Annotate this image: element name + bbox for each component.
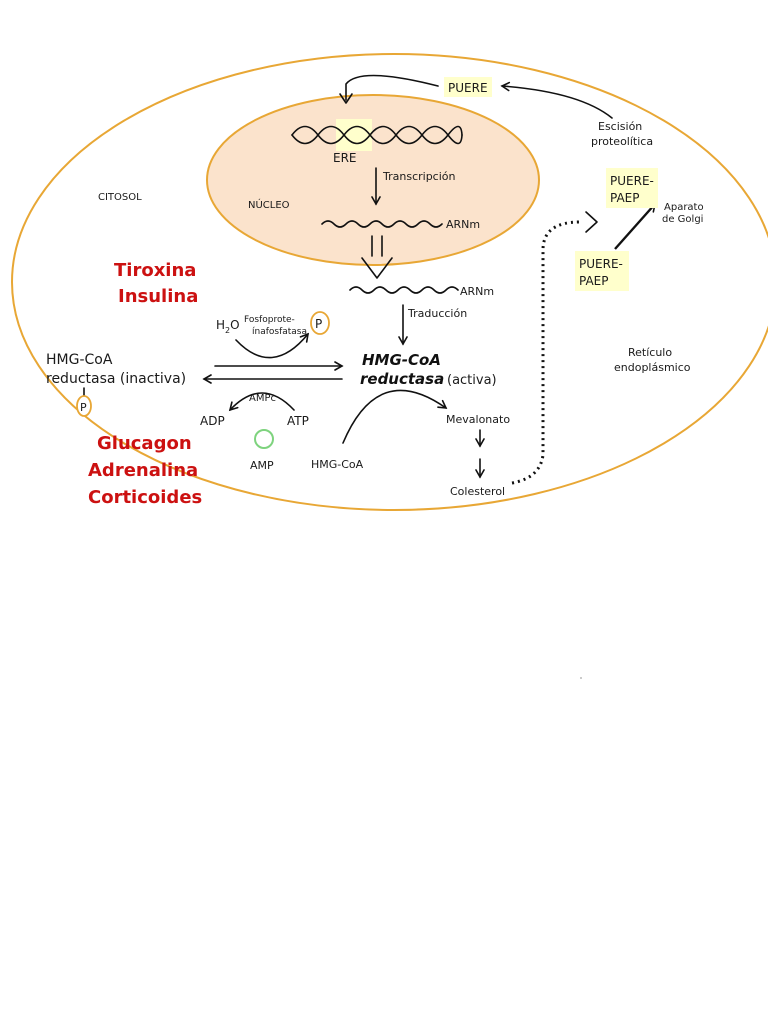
reticulo-line1: Retículo [628, 346, 672, 359]
kinase-curve-arrow [228, 392, 295, 412]
h2o-label: H2O [216, 318, 240, 335]
transport-arrowhead [585, 211, 598, 233]
hormone-adrenalina: Adrenalina [88, 460, 198, 481]
escision-arrow [500, 81, 613, 119]
fosfoproteina-label-1: Fosfoprote- [244, 315, 295, 325]
phosphatase-curve-arrow [235, 332, 310, 359]
phosphate-left-icon [76, 395, 92, 417]
puere-to-nucleus-arrowhead [339, 93, 353, 104]
mrna-cytosol-wave [349, 286, 459, 294]
transcripcion-label: Transcripción [382, 170, 456, 183]
cell-membrane [11, 53, 768, 511]
er-to-golgi-arrow [614, 202, 657, 250]
puere-paep-er-box [575, 251, 629, 291]
ere-highlight [336, 119, 372, 151]
puere-top-label: PUERE [448, 81, 488, 95]
puere-paep-golgi-line1: PUERE- [610, 174, 654, 188]
ere-label: ERE [333, 151, 357, 165]
nucleo-label: NÚCLEO [248, 198, 290, 211]
puere-top-box [444, 77, 492, 97]
colesterol-label: Colesterol [450, 485, 505, 498]
dna-helix-icon [291, 119, 463, 151]
hmg-active-line2: reductasa [360, 370, 444, 388]
hmg-active-line1: HMG-CoA [362, 351, 441, 369]
traduccion-label: Traducción [407, 307, 467, 320]
ampc-label: AMPc [249, 393, 276, 404]
hormone-glucagon: Glucagon [97, 433, 192, 454]
hormone-corticoides: Corticoides [88, 487, 202, 508]
hmg-coa-substrate-label: HMG-CoA [311, 458, 364, 471]
arnm-cytosol-label: ARNm [460, 285, 494, 298]
amp-label: AMP [250, 459, 274, 472]
fosfoproteina-label-2: ínafosfatasa [252, 327, 307, 337]
puere-paep-golgi-line2: PAEP [610, 191, 640, 205]
transport-dotted-path [511, 220, 581, 485]
stray-dot [580, 677, 582, 679]
phosphate-right-icon [310, 311, 330, 335]
escision-line1: Escisión [598, 120, 642, 133]
golgi-line2: de Golgi [662, 214, 703, 225]
citosol-label: CITOSOL [98, 192, 142, 203]
puere-to-nucleus-arrow [345, 74, 439, 101]
phosphate-right-label: P [315, 317, 322, 331]
hmg-inactive-line1: HMG-CoA [46, 352, 113, 368]
mevalonato-label: Mevalonato [446, 413, 510, 426]
puere-paep-er-line1: PUERE- [579, 257, 623, 271]
puere-paep-golgi-box [606, 168, 658, 208]
adp-label: ADP [200, 414, 225, 428]
hmg-inactive-line2: reductasa (inactiva) [46, 371, 186, 387]
hormone-insulina: Insulina [118, 286, 198, 307]
export-arrowhead [361, 257, 393, 279]
activa-label: (activa) [447, 373, 497, 388]
escision-line2: proteolítica [591, 135, 653, 148]
phosphate-left-label: P [80, 401, 87, 414]
catalysis-curve-arrow [342, 389, 448, 444]
mrna-nucleus-wave [321, 220, 443, 228]
arnm-nucleus-label: ARNm [446, 218, 480, 231]
hormone-tiroxina: Tiroxina [114, 260, 196, 281]
amp-circle-icon [254, 429, 274, 449]
atp-label: ATP [287, 414, 309, 428]
nucleus [206, 94, 540, 266]
golgi-line1: Aparato [664, 202, 704, 213]
puere-paep-er-line2: PAEP [579, 274, 609, 288]
reticulo-line2: endoplásmico [614, 361, 691, 374]
